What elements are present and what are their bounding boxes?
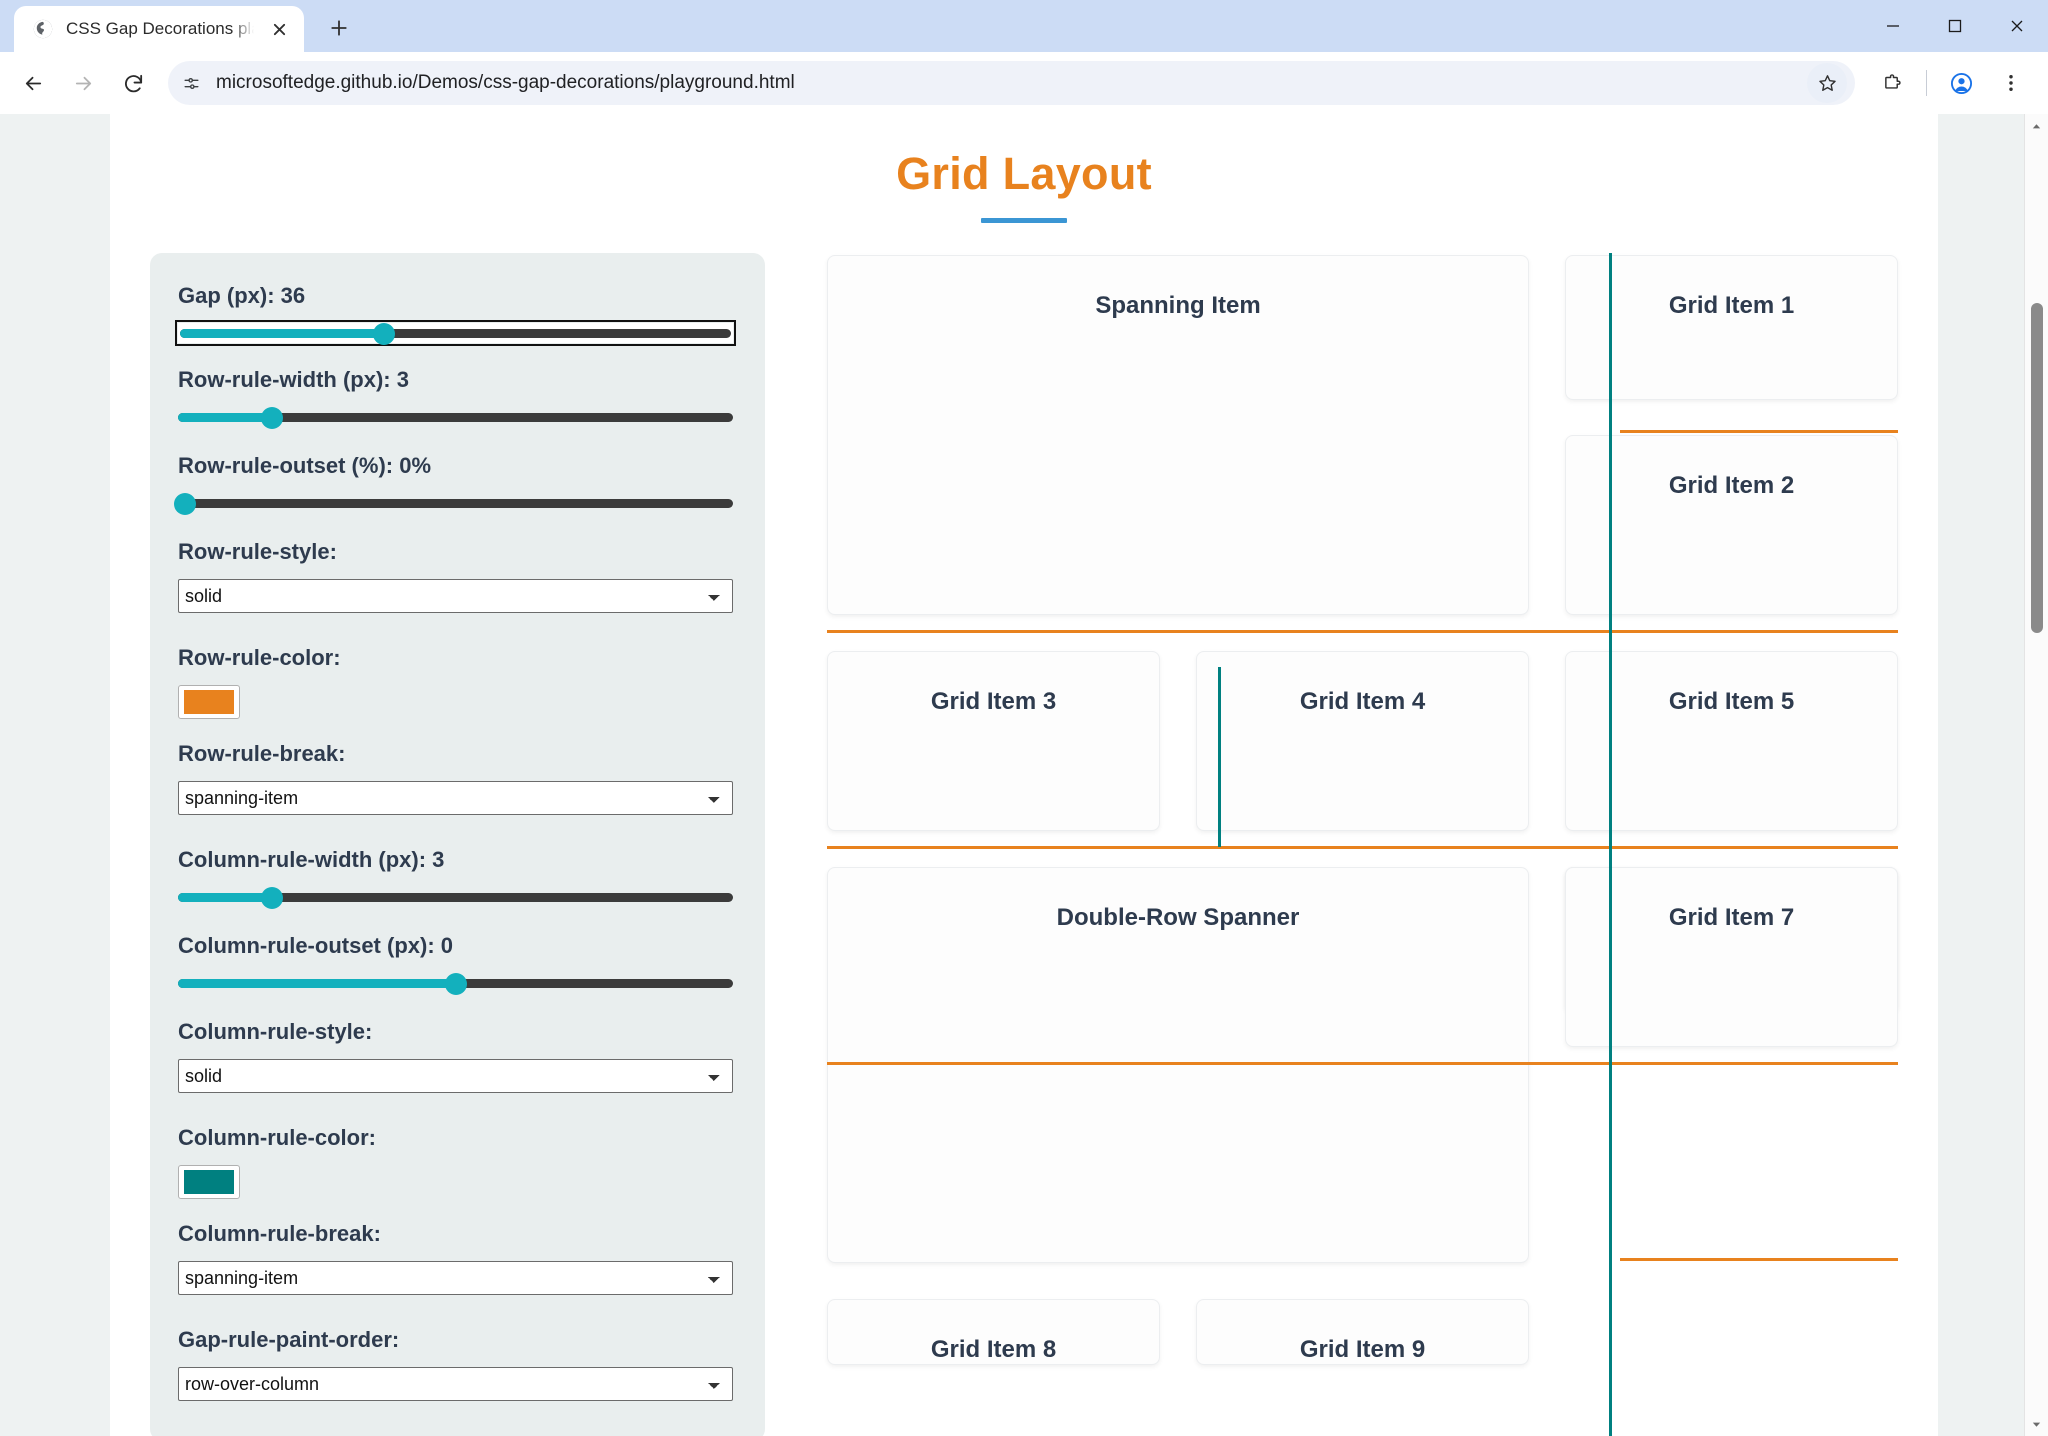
page-left-margin (0, 114, 55, 1436)
browser-tab[interactable]: CSS Gap Decorations playgroun (14, 6, 304, 52)
content-row: Gap (px): 36 Row-rule-width (px): 3 (150, 253, 1898, 1436)
window-close-icon[interactable] (1986, 0, 2048, 52)
row-rule-color-picker[interactable] (178, 685, 240, 719)
control-row-rule-style: Row-rule-style: solid (178, 539, 733, 639)
column-rule-break-select[interactable]: spanning-item (178, 1261, 733, 1295)
scrollbar-thumb[interactable] (2030, 303, 2043, 633)
control-column-rule-break: Column-rule-break: spanning-item (178, 1221, 733, 1321)
control-label-gap: Gap (px): 36 (178, 283, 306, 308)
control-label-row-rule-break: Row-rule-break: (178, 741, 346, 766)
demo-grid: Spanning Item Grid Item 1 Grid Item 2 Gr… (827, 255, 1898, 1365)
slider-track (178, 893, 733, 902)
slider-thumb[interactable] (372, 323, 395, 345)
control-column-rule-outset: Column-rule-outset (px): 0 (178, 933, 733, 1013)
slider-fill (180, 329, 384, 338)
row-rule-style-select[interactable]: solid (178, 579, 733, 613)
grid-item-3[interactable]: Grid Item 3 (827, 651, 1160, 831)
slider-fill (178, 893, 273, 902)
grid-item-4[interactable]: Grid Item 4 (1196, 651, 1529, 831)
grid-item-double-row-spanner[interactable]: Double-Row Spanner (827, 867, 1529, 1263)
star-icon[interactable] (1807, 63, 1847, 103)
control-label-row-rule-style: Row-rule-style: (178, 539, 337, 564)
control-label-column-rule-style: Column-rule-style: (178, 1019, 373, 1044)
control-label-column-rule-color: Column-rule-color: (178, 1125, 376, 1150)
gap-slider[interactable] (175, 320, 736, 346)
column-rule-width-slider[interactable] (178, 887, 733, 927)
row-rule-outset-slider[interactable] (174, 493, 733, 533)
grid-item-2[interactable]: Grid Item 2 (1565, 435, 1898, 615)
control-label-row-rule-color: Row-rule-color: (178, 645, 341, 670)
control-row-rule-width: Row-rule-width (px): 3 (178, 367, 733, 447)
control-label-gap-rule-paint-order: Gap-rule-paint-order: (178, 1327, 400, 1352)
column-rule-outset-slider[interactable] (178, 973, 733, 1013)
page-scrollbar[interactable] (2024, 114, 2048, 1436)
row-rule-break-select[interactable]: spanning-item (178, 781, 733, 815)
column-rule-color-picker[interactable] (178, 1165, 240, 1199)
three-dot-menu-icon[interactable] (1988, 60, 2034, 106)
scroll-down-arrow-icon[interactable] (2025, 1412, 2048, 1436)
scrollbar-track[interactable] (2025, 138, 2048, 1412)
new-tab-button[interactable] (318, 7, 360, 49)
control-row-rule-outset: Row-rule-outset (%): 0% (174, 453, 733, 533)
page-content: Grid Layout Gap (px): 36 (110, 114, 1938, 1436)
back-arrow-icon[interactable] (10, 60, 56, 106)
control-label-column-rule-outset: Column-rule-outset (px): 0 (178, 933, 453, 958)
tab-strip: CSS Gap Decorations playgroun (0, 0, 2048, 52)
control-row-rule-break: Row-rule-break: spanning-item (178, 741, 733, 841)
profile-avatar-icon[interactable] (1938, 60, 1984, 106)
controls-panel: Gap (px): 36 Row-rule-width (px): 3 (150, 253, 765, 1436)
toolbar-divider (1926, 70, 1927, 96)
control-column-rule-style: Column-rule-style: solid (178, 1019, 733, 1119)
grid-item-7[interactable]: Grid Item 7 (1565, 867, 1898, 1047)
grid-item-spanning[interactable]: Spanning Item (827, 255, 1529, 615)
grid-item-9[interactable]: Grid Item 9 (1196, 1299, 1529, 1365)
slider-thumb[interactable] (261, 407, 284, 429)
control-row-rule-color: Row-rule-color: (178, 645, 733, 719)
slider-thumb[interactable] (444, 973, 467, 995)
reload-icon[interactable] (110, 60, 156, 106)
grid-item-1[interactable]: Grid Item 1 (1565, 255, 1898, 400)
forward-arrow-icon[interactable] (60, 60, 106, 106)
slider-fill (178, 979, 456, 988)
url-text: microsoftedge.github.io/Demos/css-gap-de… (216, 72, 795, 93)
extensions-puzzle-icon[interactable] (1869, 60, 1915, 106)
control-gap-rule-paint-order: Gap-rule-paint-order: row-over-column (178, 1327, 733, 1401)
slider-thumb[interactable] (174, 493, 197, 515)
column-rule-style-select[interactable]: solid (178, 1059, 733, 1093)
control-column-rule-width: Column-rule-width (px): 3 (178, 847, 733, 927)
row-rule-color-fill (184, 690, 234, 714)
grid-item-5[interactable]: Grid Item 5 (1565, 651, 1898, 831)
slider-fill (178, 413, 273, 422)
address-bar[interactable]: microsoftedge.github.io/Demos/css-gap-de… (168, 61, 1855, 105)
scroll-up-arrow-icon[interactable] (2025, 114, 2048, 138)
grid-demo: Spanning Item Grid Item 1 Grid Item 2 Gr… (827, 253, 1898, 1436)
maximize-icon[interactable] (1924, 0, 1986, 52)
minimize-icon[interactable] (1862, 0, 1924, 52)
control-label-row-rule-width: Row-rule-width (px): 3 (178, 367, 409, 392)
slider-track (180, 329, 731, 338)
row-rule-width-slider[interactable] (178, 407, 733, 447)
window-controls (1862, 0, 2048, 52)
globe-icon (32, 18, 54, 40)
control-label-column-rule-width: Column-rule-width (px): 3 (178, 847, 445, 872)
control-label-row-rule-outset: Row-rule-outset (%): 0% (178, 453, 431, 478)
slider-track (178, 413, 733, 422)
tab-title: CSS Gap Decorations playgroun (66, 19, 254, 38)
page-title: Grid Layout (896, 148, 1152, 199)
slider-track (178, 499, 733, 508)
control-column-rule-color: Column-rule-color: (178, 1125, 733, 1199)
browser-toolbar: microsoftedge.github.io/Demos/css-gap-de… (0, 52, 2048, 114)
close-icon[interactable] (266, 16, 292, 42)
title-underline (981, 218, 1067, 223)
page-viewport: Grid Layout Gap (px): 36 (0, 114, 2048, 1436)
site-settings-icon[interactable] (174, 66, 208, 100)
grid-item-8[interactable]: Grid Item 8 (827, 1299, 1160, 1365)
column-rule-color-fill (184, 1170, 234, 1194)
gap-rule-paint-order-select[interactable]: row-over-column (178, 1367, 733, 1401)
control-gap: Gap (px): 36 (175, 283, 736, 346)
control-label-column-rule-break: Column-rule-break: (178, 1221, 381, 1246)
slider-thumb[interactable] (261, 887, 284, 909)
